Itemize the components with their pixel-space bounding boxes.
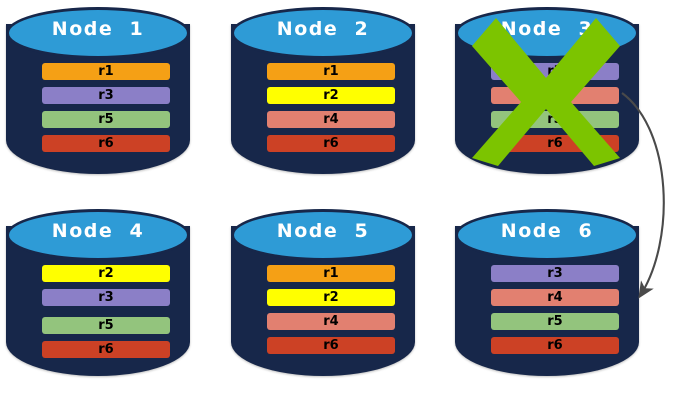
- node-1-replica-r5[interactable]: r5: [42, 111, 170, 128]
- node-4-label: Node 4: [51, 220, 145, 242]
- node-6-replica-r4[interactable]: r4: [491, 289, 619, 306]
- node-4-replica-list: r2 r3 r5 r6: [42, 265, 170, 358]
- node-5-replica-r2[interactable]: r2: [267, 289, 395, 306]
- node-3-replica-list: r3 r4 r5 r6: [491, 63, 619, 152]
- node-2-replica-r2[interactable]: r2: [267, 87, 395, 104]
- node-6-replica-r5[interactable]: r5: [491, 313, 619, 330]
- node-4-replica-r5[interactable]: r5: [42, 317, 170, 334]
- node-5-replica-r6[interactable]: r6: [267, 337, 395, 354]
- node-5-replica-r1[interactable]: r1: [267, 265, 395, 282]
- node-4-cylinder-top: [6, 209, 190, 261]
- node-5-replica-r4[interactable]: r4: [267, 313, 395, 330]
- node-6-replica-list: r3 r4 r5 r6: [491, 265, 619, 354]
- node-3-replica-r6[interactable]: r6: [491, 135, 619, 152]
- node-1-replica-list: r1 r3 r5 r6: [42, 63, 170, 152]
- node-4-replica-r6[interactable]: r6: [42, 341, 170, 358]
- node-4[interactable]: Node 4 r2 r3 r5 r6: [3, 204, 193, 389]
- node-3-replica-r4[interactable]: r4: [491, 87, 619, 104]
- node-1-replica-r6[interactable]: r6: [42, 135, 170, 152]
- node-4-replica-r3[interactable]: r3: [42, 289, 170, 306]
- node-1-label: Node 1: [51, 18, 145, 40]
- node-5-label: Node 5: [276, 220, 370, 242]
- node-1-replica-r1[interactable]: r1: [42, 63, 170, 80]
- node-5-replica-list: r1 r2 r4 r6: [267, 265, 395, 354]
- node-2[interactable]: Node 2 r1 r2 r4 r6: [228, 2, 418, 187]
- node-1-cylinder-top: [6, 7, 190, 59]
- node-1[interactable]: Node 1 r1 r3 r5 r6: [3, 2, 193, 187]
- node-2-replica-r1[interactable]: r1: [267, 63, 395, 80]
- node-1-replica-r3[interactable]: r3: [42, 87, 170, 104]
- node-4-replica-r2[interactable]: r2: [42, 265, 170, 282]
- node-3-replica-r3[interactable]: r3: [491, 63, 619, 80]
- node-2-replica-r6[interactable]: r6: [267, 135, 395, 152]
- node-2-replica-list: r1 r2 r4 r6: [267, 63, 395, 152]
- node-5[interactable]: Node 5 r1 r2 r4 r6: [228, 204, 418, 389]
- node-6-label: Node 6: [500, 220, 594, 242]
- node-2-replica-r4[interactable]: r4: [267, 111, 395, 128]
- node-3-replica-r5[interactable]: r5: [491, 111, 619, 128]
- node-3[interactable]: Node 3 r3 r4 r5 r6: [452, 2, 642, 187]
- node-2-label: Node 2: [276, 18, 370, 40]
- node-6-replica-r6[interactable]: r6: [491, 337, 619, 354]
- node-6[interactable]: Node 6 r3 r4 r5 r6: [452, 204, 642, 389]
- node-6-replica-r3[interactable]: r3: [491, 265, 619, 282]
- node-2-cylinder-top: [231, 7, 415, 59]
- node-5-cylinder-top: [231, 209, 415, 261]
- node-3-label: Node 3: [500, 18, 594, 40]
